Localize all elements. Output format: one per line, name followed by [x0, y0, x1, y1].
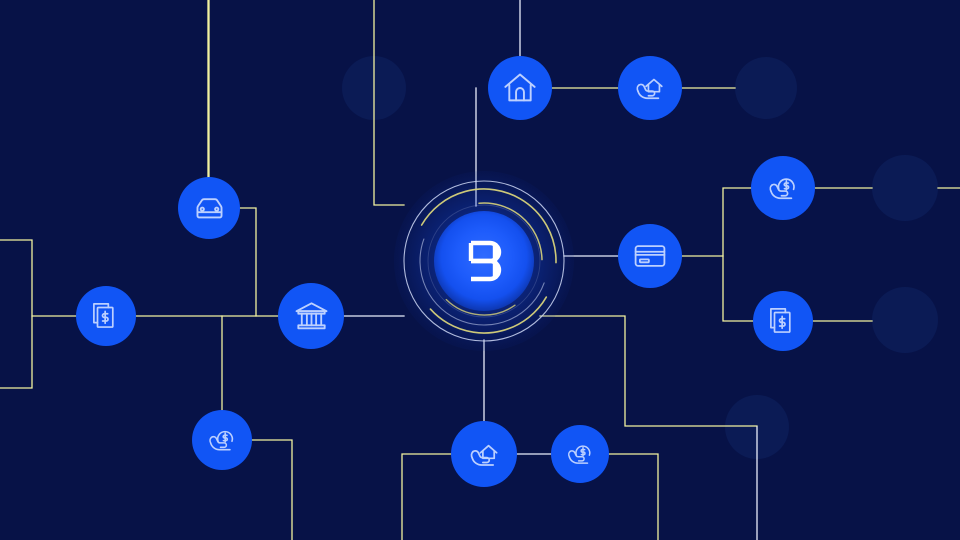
node-house[interactable]: [488, 56, 552, 120]
hand-house-icon: [466, 436, 503, 473]
connector-top-mid-vertical: [373, 0, 405, 206]
connector-hub-bottom-right: [539, 315, 758, 427]
connector-car-right-elbow: [239, 207, 257, 317]
invoice-dollar-icon: [89, 299, 123, 333]
hub-ring-arc: [427, 204, 541, 318]
connector-bottom-right-loop: [608, 453, 659, 540]
node-credit-card[interactable]: [618, 224, 682, 288]
node-hand-coin-bottom[interactable]: [551, 425, 609, 483]
car-icon: [192, 191, 227, 226]
decor-circle-right-lower: [872, 287, 938, 353]
connector-bottom-left-loop: [401, 453, 452, 540]
node-hand-coin-right[interactable]: [751, 156, 815, 220]
hub-ring-arc: [429, 206, 539, 316]
brand-logo-hub[interactable]: [394, 171, 574, 351]
node-hand-coin-left[interactable]: [192, 410, 252, 470]
connector-card-right-branch: [681, 187, 752, 257]
hub-ring-arc: [419, 196, 549, 326]
hub-ring-arc: [425, 202, 543, 320]
invoice-dollar-icon: [766, 304, 800, 338]
hand-coin-icon: [765, 170, 801, 206]
connector-handcoin-left-right: [251, 439, 293, 540]
credit-card-icon: [632, 238, 668, 274]
node-hand-house-bottom[interactable]: [451, 421, 517, 487]
decor-circle-right-upper: [872, 155, 938, 221]
node-invoices-left[interactable]: [76, 286, 136, 346]
node-invoices-right[interactable]: [753, 291, 813, 351]
hand-coin-icon: [205, 423, 239, 457]
hub-rings: [403, 180, 565, 342]
hand-house-icon: [632, 70, 668, 106]
bank-icon: [293, 298, 330, 335]
node-bank[interactable]: [278, 283, 344, 349]
connector-card-right-branch-2: [722, 255, 754, 322]
stylized-b-logo-icon: [468, 240, 502, 282]
hand-coin-icon: [564, 438, 596, 470]
hub-ring-arc: [403, 180, 565, 342]
node-hand-house-top[interactable]: [618, 56, 682, 120]
decor-circle-top-right: [735, 57, 797, 119]
connector-left-bracket: [0, 239, 33, 389]
house-icon: [502, 70, 538, 106]
hub-ring-arc: [411, 188, 557, 334]
node-car[interactable]: [178, 177, 240, 239]
